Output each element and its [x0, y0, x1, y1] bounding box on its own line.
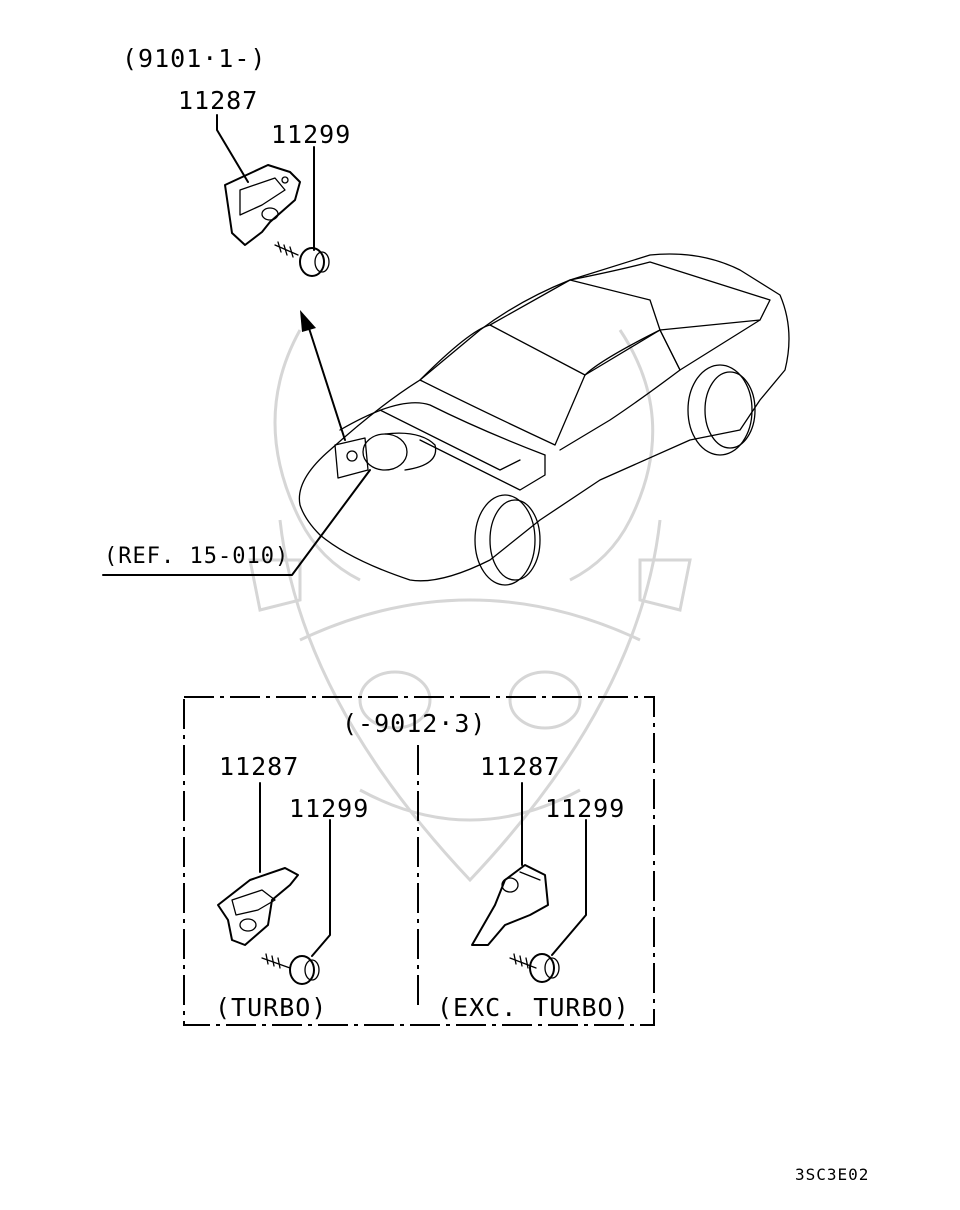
- turbo-variant-label: (TURBO): [215, 993, 328, 1022]
- bracket-icon: [471, 864, 549, 946]
- pointer-arrow-icon: [300, 310, 316, 332]
- exc-turbo-bracket-part-number: 11287: [480, 752, 561, 781]
- bracket-icon: [224, 164, 301, 246]
- diagram-code: 3SC3E02: [795, 1165, 870, 1184]
- bracket-icon: [217, 867, 299, 946]
- turbo-bracket-part-number: 11287: [219, 752, 300, 781]
- exc-turbo-bolt-part-number: 11299: [545, 794, 626, 823]
- top-bolt-part-number: 11299: [271, 120, 352, 149]
- bolt-icon: [509, 957, 537, 969]
- exc-turbo-variant-label: (EXC. TURBO): [437, 993, 630, 1022]
- top-bracket-part-number: 11287: [178, 86, 259, 115]
- bolt-icon: [261, 957, 291, 969]
- inset-date-range: (-9012·3): [342, 709, 487, 738]
- top-date-range: (9101·1-): [122, 44, 267, 73]
- turbo-bolt-part-number: 11299: [289, 794, 370, 823]
- reference-label: (REF. 15-010): [104, 544, 290, 569]
